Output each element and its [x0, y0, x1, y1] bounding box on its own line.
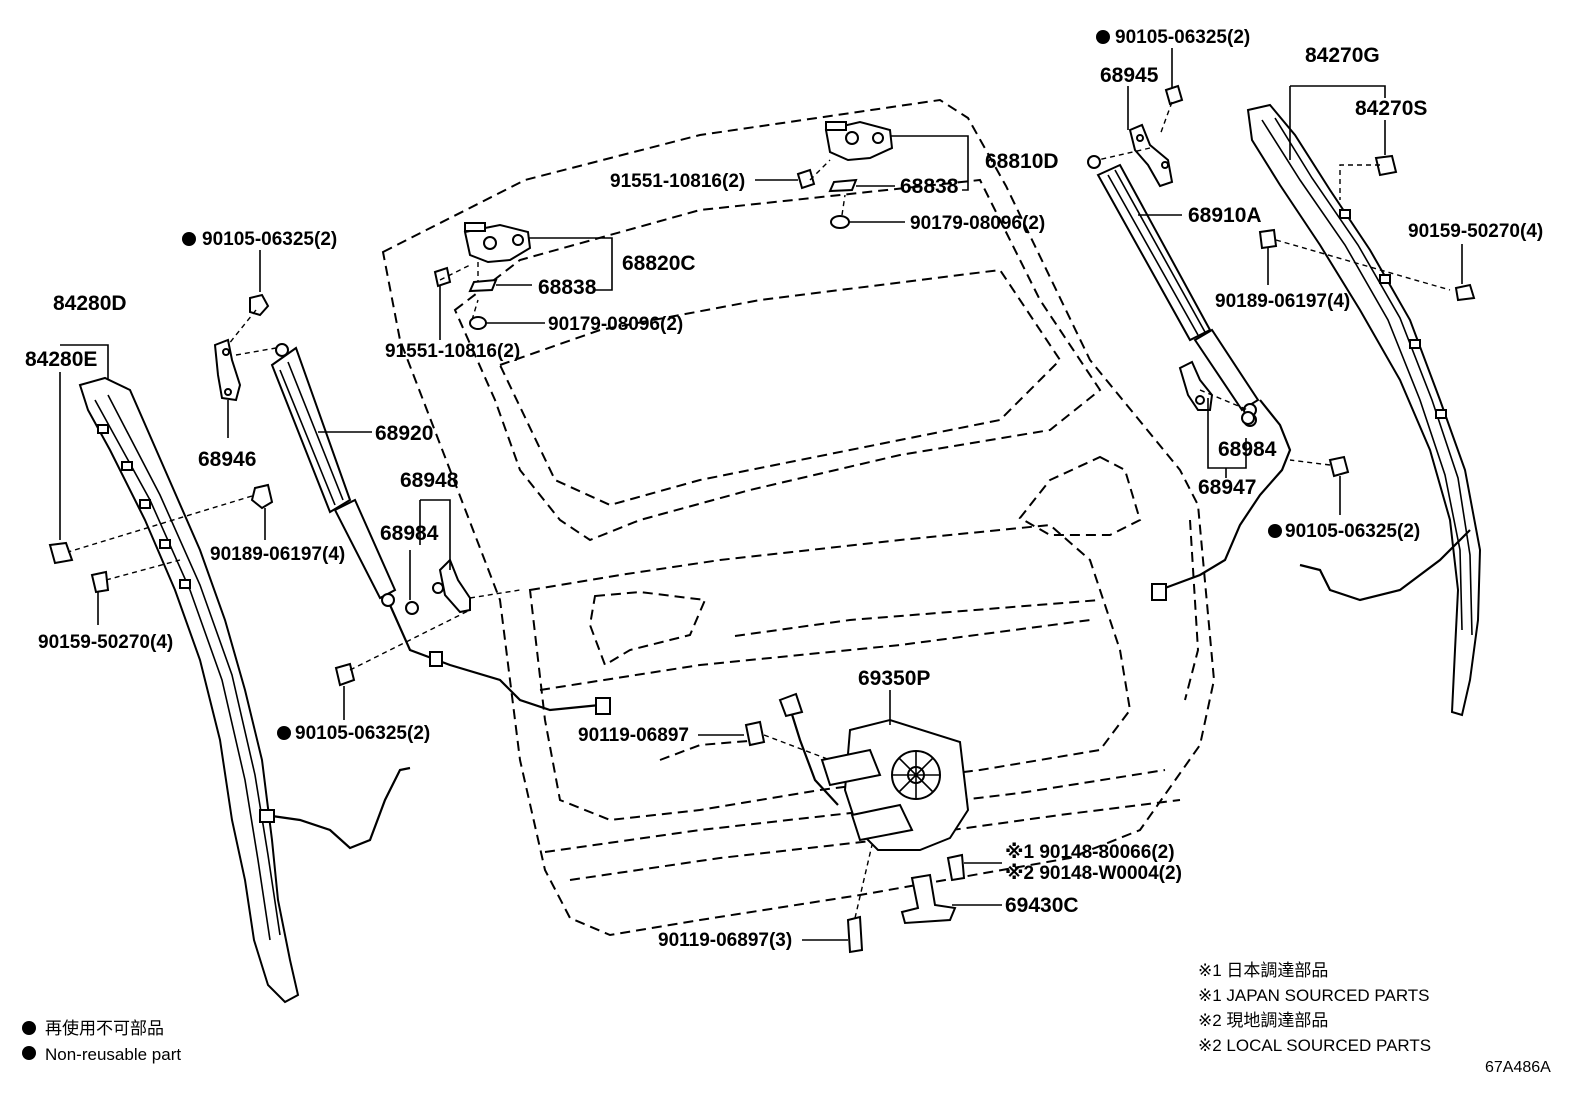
label-68838-lower: 68838 — [538, 276, 597, 299]
note-local-en: ※2 LOCAL SOURCED PARTS — [1198, 1036, 1431, 1055]
right-hinge-68810D — [824, 120, 894, 193]
label-68984-left: 68984 — [380, 522, 439, 545]
label-69350P: 69350P — [858, 667, 930, 690]
sourcing-notes: ※1 日本調達部品 ※1 JAPAN SOURCED PARTS ※2 現地調達… — [1198, 961, 1431, 1055]
label-68910A: 68910A — [1188, 204, 1262, 227]
left-strut-68920 — [270, 343, 611, 715]
right-guide-lines — [1097, 101, 1451, 466]
label-90189-left: 90189-06197(4) — [210, 544, 345, 565]
label-91551-lower: 91551-10816(2) — [385, 341, 520, 362]
leader-lines — [59, 48, 1463, 941]
legend-non-reusable-marker — [22, 1021, 36, 1035]
right-fasteners — [1164, 84, 1476, 478]
label-68947: 68947 — [1198, 476, 1256, 499]
label-69430C: 69430C — [1005, 894, 1079, 917]
label-91551-upper: 91551-10816(2) — [610, 171, 745, 192]
left-garnish-cable — [259, 766, 411, 850]
label-90148-2: ※2 90148-W0004(2) — [1005, 863, 1182, 884]
back-door-panel-outline — [381, 98, 1216, 937]
non-reusable-markers — [182, 30, 1282, 740]
legend-non-reusable-ja: 再使用不可部品 — [45, 1018, 164, 1038]
left-bracket-68948 — [405, 558, 471, 615]
note-local-ja: ※2 現地調達部品 — [1198, 1011, 1328, 1030]
right-bracket-68945 — [1128, 123, 1174, 188]
label-84270S: 84270S — [1355, 97, 1427, 120]
label-68838-upper: 68838 — [900, 175, 959, 198]
lock-striker-69430C — [900, 853, 966, 925]
left-bracket-68946 — [213, 338, 242, 402]
left-fasteners — [48, 266, 487, 687]
left-hinge-68820C — [463, 222, 532, 293]
label-84280E: 84280E — [25, 348, 97, 371]
diagram-code: 67A486A — [1485, 1059, 1551, 1076]
label-90119-multi: 90119-06897(3) — [658, 930, 792, 951]
right-garnish-84270 — [1246, 103, 1482, 717]
legend-non-reusable-en: Non-reusable part — [45, 1045, 181, 1064]
legend-non-reusable-marker-en — [22, 1046, 36, 1060]
label-68984-right: 68984 — [1218, 438, 1277, 461]
right-strut-68910A — [1087, 155, 1260, 417]
label-90105-left-top: 90105-06325(2) — [202, 229, 337, 250]
left-garnish-84280 — [78, 376, 300, 1004]
label-68920: 68920 — [375, 422, 433, 445]
left-guide-lines — [67, 264, 521, 671]
right-strut-cable — [1151, 399, 1292, 601]
label-84270G: 84270G — [1305, 44, 1380, 67]
label-90105-top-right: 90105-06325(2) — [1115, 27, 1250, 48]
label-68946: 68946 — [198, 448, 256, 471]
label-68945: 68945 — [1100, 64, 1159, 87]
label-90159-left: 90159-50270(4) — [38, 632, 173, 653]
label-68810D: 68810D — [985, 150, 1059, 173]
label-90179-lower: 90179-08096(2) — [548, 314, 683, 335]
label-90148-1: ※1 90148-80066(2) — [1005, 842, 1175, 863]
label-84280D: 84280D — [53, 292, 127, 315]
closer-motor-69350P — [744, 692, 970, 954]
label-90105-left-bottom: 90105-06325(2) — [295, 723, 430, 744]
label-90159-right: 90159-50270(4) — [1408, 221, 1543, 242]
note-japan-ja: ※1 日本調達部品 — [1198, 961, 1328, 980]
upper-hinge-fasteners — [477, 159, 850, 282]
note-japan-en: ※1 JAPAN SOURCED PARTS — [1198, 986, 1430, 1005]
part-labels: 90105-06325(2) 68945 84270G 84270S 68810… — [25, 27, 1543, 951]
legend: 再使用不可部品 Non-reusable part — [22, 1018, 181, 1064]
label-90105-right-mid: 90105-06325(2) — [1285, 521, 1420, 542]
label-68948: 68948 — [400, 469, 459, 492]
label-90179-upper: 90179-08096(2) — [910, 213, 1045, 234]
label-90189-right: 90189-06197(4) — [1215, 291, 1350, 312]
label-90119-single: 90119-06897 — [578, 725, 689, 746]
label-68820C: 68820C — [622, 252, 696, 275]
